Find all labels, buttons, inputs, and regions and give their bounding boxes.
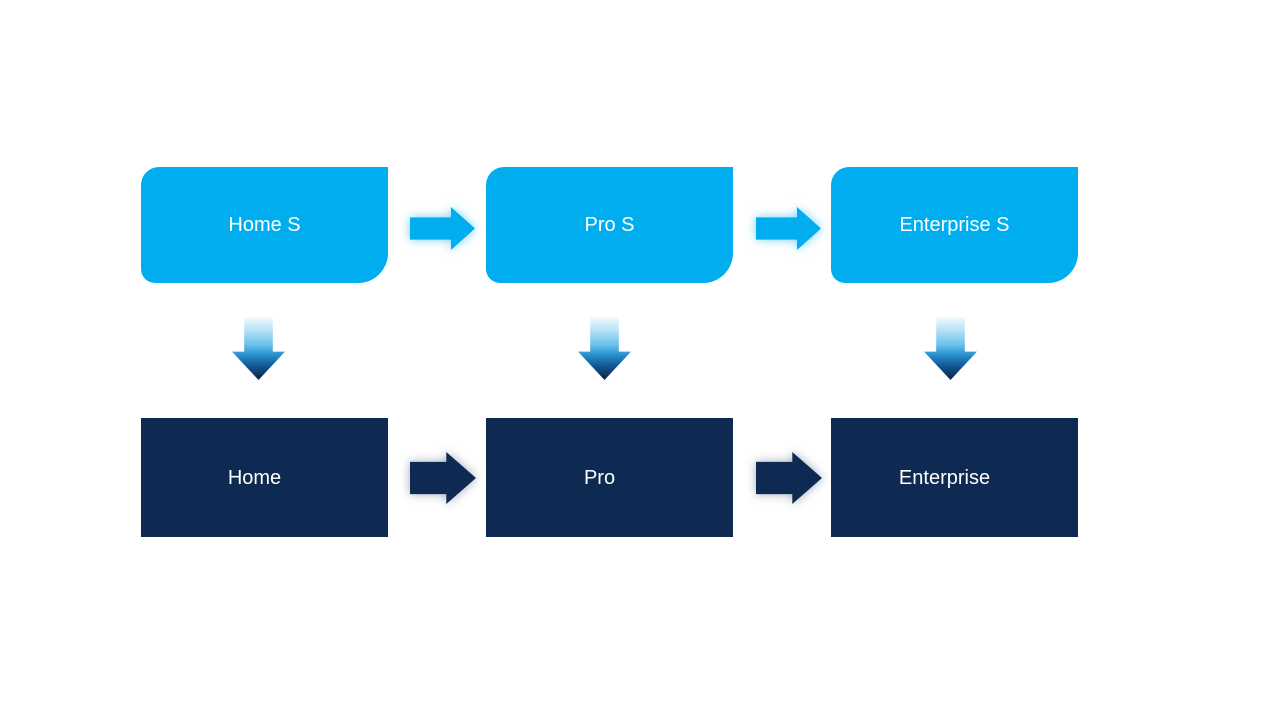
top-box-home-s: Home S: [141, 167, 388, 283]
right-arrow-icon-bottom-1: [410, 452, 476, 504]
top-box-enterprise-s: Enterprise S: [831, 167, 1078, 283]
top-box-pro-s: Pro S: [486, 167, 733, 283]
bottom-box-enterprise-label: Enterprise: [898, 466, 991, 489]
right-arrow-shape: [410, 452, 476, 504]
down-arrow-icon-3: [924, 317, 977, 380]
down-arrow-icon-1: [232, 317, 285, 380]
right-arrow-shape: [756, 207, 821, 250]
bottom-box-home: Home: [141, 418, 388, 537]
top-box-home-s-label: Home S: [228, 214, 301, 236]
bottom-box-enterprise: Enterprise: [831, 418, 1078, 537]
top-box-pro-s-label: Pro S: [584, 214, 635, 236]
right-arrow-shape: [756, 452, 822, 504]
bottom-box-pro-label: Pro: [583, 466, 616, 489]
bottom-box-pro: Pro: [486, 418, 733, 537]
right-arrow-icon-top-2: [756, 207, 821, 250]
right-arrow-icon-top-1: [410, 207, 475, 250]
top-box-enterprise-s-label: Enterprise S: [899, 214, 1010, 236]
right-arrow-icon-bottom-2: [756, 452, 822, 504]
bottom-box-home-label: Home: [227, 466, 282, 489]
down-arrow-icon-2: [578, 317, 631, 380]
right-arrow-shape: [410, 207, 475, 250]
